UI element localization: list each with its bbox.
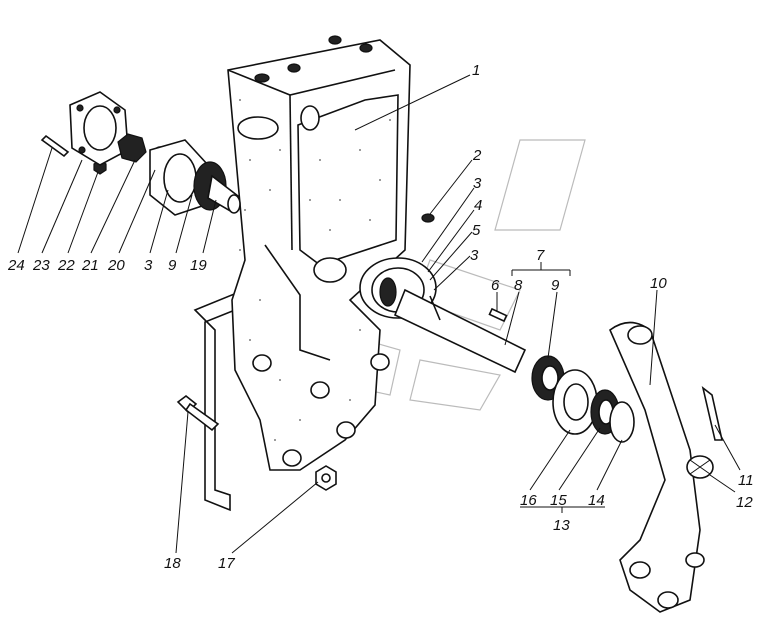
label-22: 22 [57, 257, 75, 274]
steering-housing [227, 35, 411, 471]
label-23: 23 [32, 257, 50, 274]
label-4: 4 [474, 197, 482, 214]
label-5: 5 [472, 222, 481, 239]
castle-nut [686, 455, 714, 479]
label-17: 17 [218, 555, 235, 572]
adjusting-nut [117, 133, 147, 163]
label-19: 19 [190, 257, 207, 274]
label-14: 14 [588, 492, 605, 509]
label-6: 6 [491, 277, 500, 294]
label-1: 1 [472, 62, 480, 79]
label-21: 21 [81, 257, 99, 274]
retaining-ring [609, 401, 635, 443]
label-12: 12 [736, 494, 753, 511]
label-13: 13 [553, 517, 570, 534]
sector-shaft [393, 288, 527, 374]
hex-nut [315, 465, 337, 491]
label-8: 8 [514, 277, 523, 294]
label-7: 7 [536, 247, 545, 264]
label-24: 24 [7, 257, 25, 274]
label-15: 15 [550, 492, 567, 509]
end-cover [69, 91, 129, 166]
label-2: 2 [472, 147, 482, 164]
label-18: 18 [164, 555, 181, 572]
leader-lines [17, 74, 741, 554]
label-3: 3 [473, 175, 482, 192]
callout-labels: 1 2 3 4 5 3 7 6 8 9 10 11 12 13 14 15 16… [7, 62, 754, 572]
label-11: 11 [738, 472, 754, 489]
label-9: 9 [551, 277, 560, 294]
bolt-small [40, 134, 70, 158]
bearing-cover [552, 369, 598, 435]
steering-lever [609, 321, 705, 613]
bolt [176, 394, 220, 432]
grease-fitting [421, 213, 435, 223]
label-20: 20 [107, 257, 125, 274]
label-9: 9 [168, 257, 177, 274]
end-bearing [193, 161, 241, 214]
label-3: 3 [144, 257, 153, 274]
gasket [149, 139, 209, 216]
label-3: 3 [470, 247, 479, 264]
label-16: 16 [520, 492, 537, 509]
cotter-pin [701, 385, 723, 441]
label-10: 10 [650, 275, 667, 292]
